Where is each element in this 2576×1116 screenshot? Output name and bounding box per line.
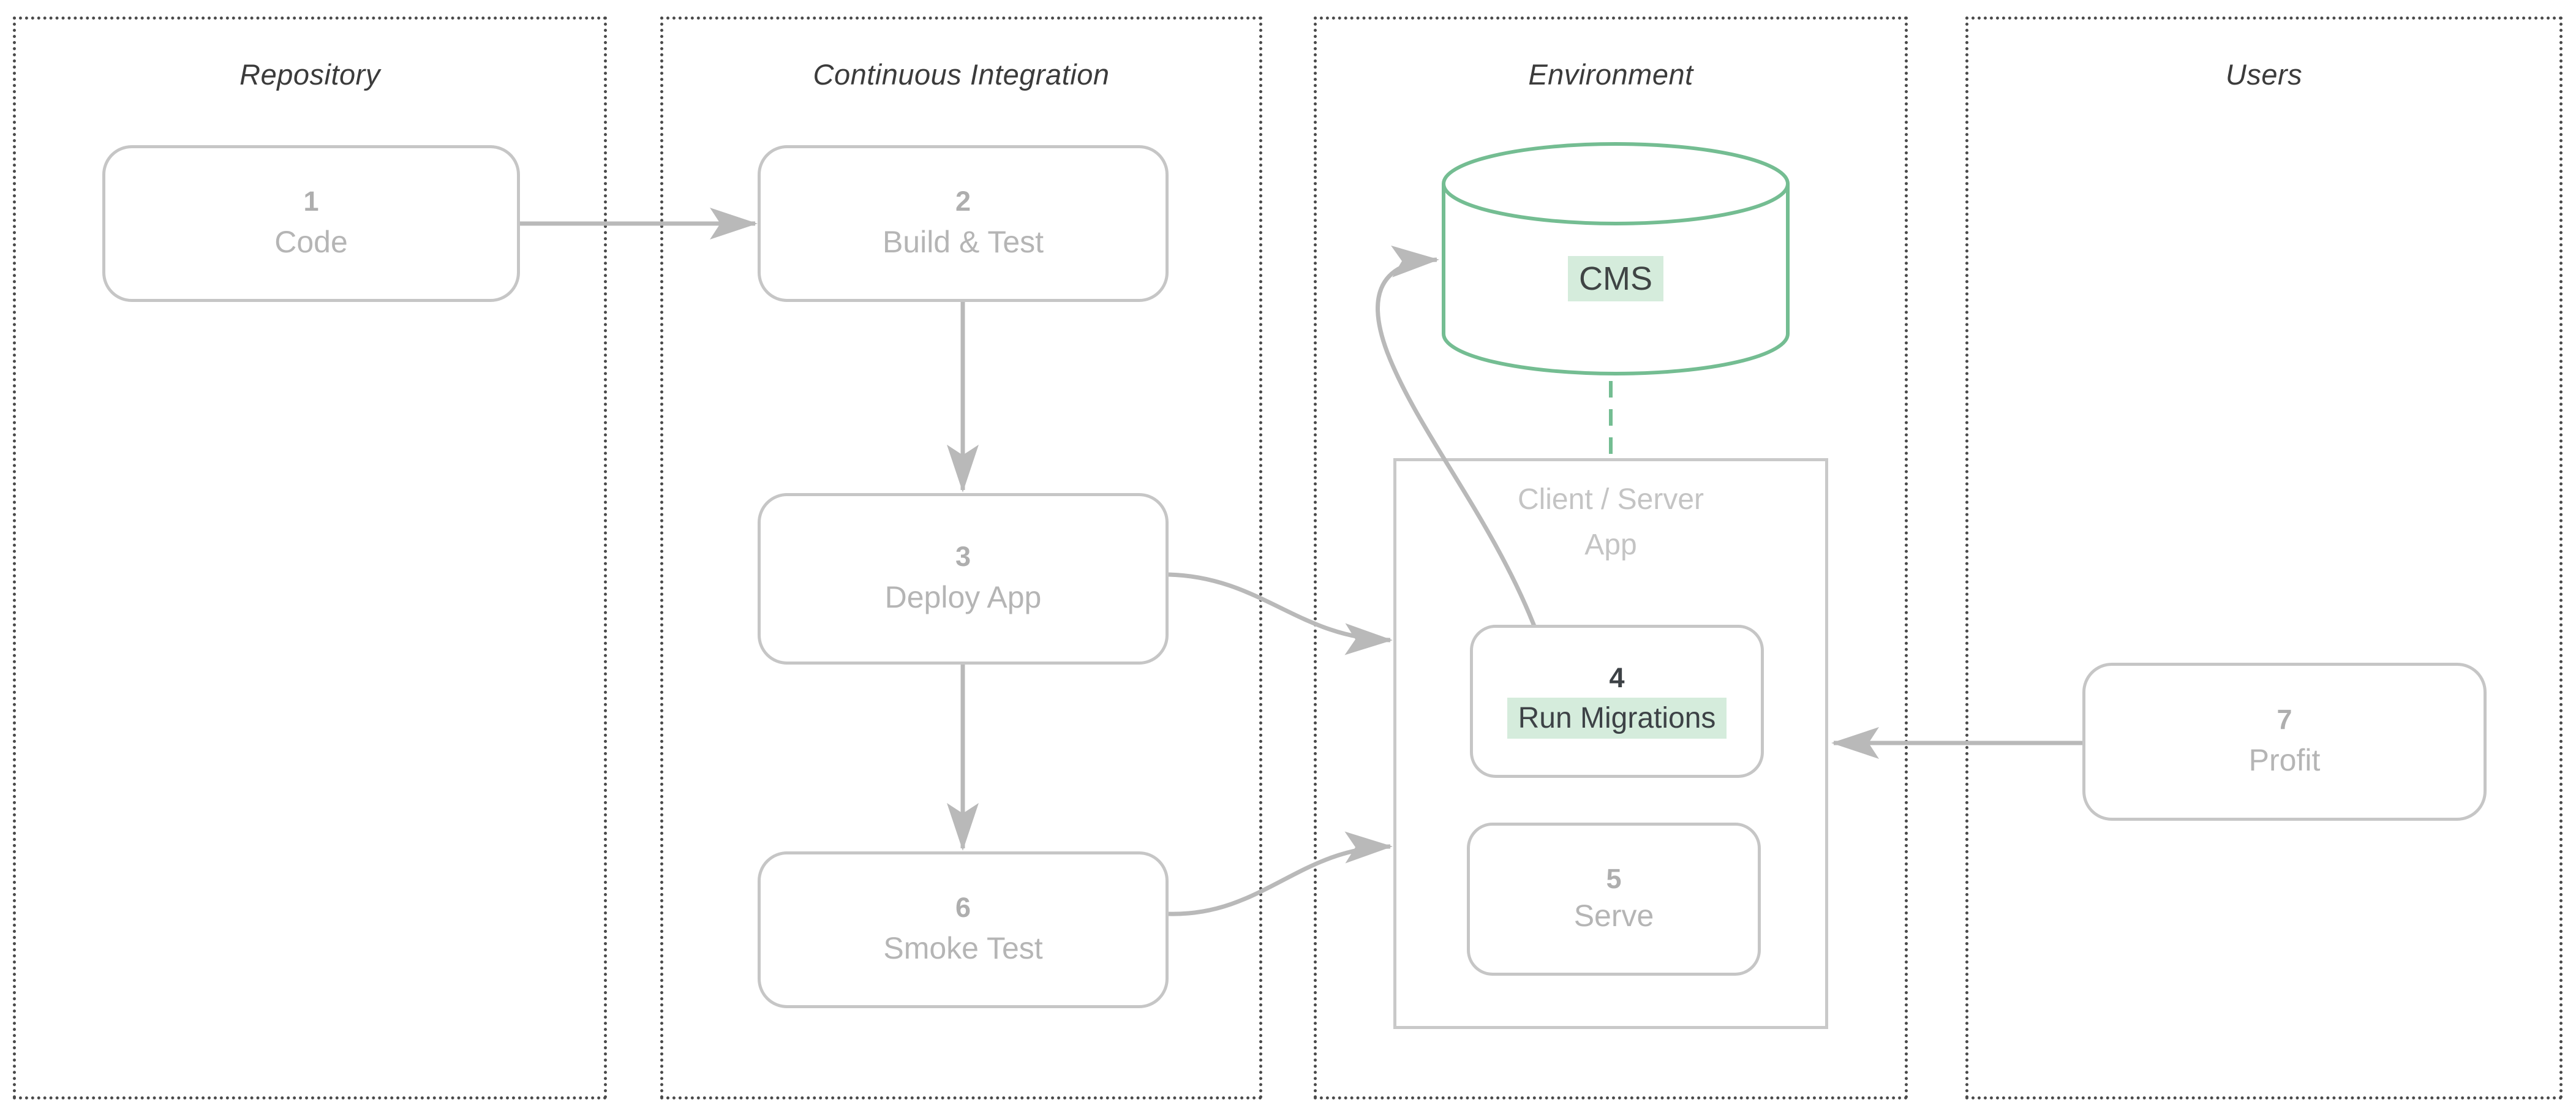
lane-title-repository: Repository <box>239 58 380 91</box>
node-deploy-app-label: Deploy App <box>884 579 1042 614</box>
node-deploy-app: 3 Deploy App <box>758 493 1169 665</box>
node-code-label: Code <box>274 224 348 259</box>
node-profit: 7 Profit <box>2082 663 2487 821</box>
node-run-migrations-label: Run Migrations <box>1507 697 1727 739</box>
node-serve-number: 5 <box>1606 862 1622 894</box>
client-server-app-label-line1: Client / Server <box>1517 483 1704 516</box>
lane-title-continuous-integration: Continuous Integration <box>813 58 1110 91</box>
lane-environment: Environment <box>1314 17 1908 1099</box>
lane-title-users: Users <box>2225 58 2303 91</box>
node-profit-label: Profit <box>2248 742 2321 777</box>
client-server-app-label: Client / Server App <box>1396 477 1825 568</box>
node-smoke-test: 6 Smoke Test <box>758 851 1169 1008</box>
node-smoke-test-number: 6 <box>955 891 971 923</box>
client-server-app-label-line2: App <box>1584 529 1637 562</box>
lane-title-environment: Environment <box>1528 58 1693 91</box>
cms-database-label: CMS <box>1568 256 1663 301</box>
node-run-migrations-number: 4 <box>1609 662 1625 693</box>
node-code: 1 Code <box>102 145 520 302</box>
node-code-number: 1 <box>303 185 319 217</box>
node-build-test-number: 2 <box>955 185 971 217</box>
lane-repository: Repository <box>13 17 607 1099</box>
node-serve: 5 Serve <box>1467 823 1761 976</box>
lane-continuous-integration: Continuous Integration <box>660 17 1262 1099</box>
node-smoke-test-label: Smoke Test <box>883 930 1043 965</box>
node-build-test-label: Build & Test <box>882 224 1044 259</box>
node-run-migrations: 4 Run Migrations <box>1470 625 1764 778</box>
lane-users: Users <box>1965 17 2563 1099</box>
node-build-test: 2 Build & Test <box>758 145 1169 302</box>
node-deploy-app-number: 3 <box>955 540 971 572</box>
node-profit-number: 7 <box>2277 703 2292 735</box>
node-serve-label: Serve <box>1573 898 1654 933</box>
